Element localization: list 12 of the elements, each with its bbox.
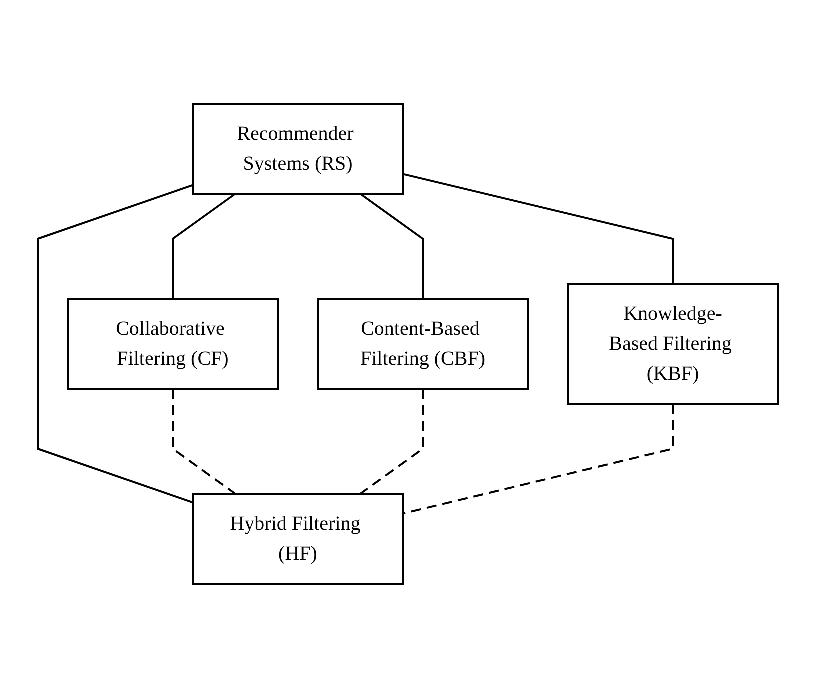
connector bbox=[402, 404, 674, 515]
node-box: Hybrid Filtering (HF) bbox=[192, 493, 404, 585]
node-box: Knowledge-Based Filtering (KBF) bbox=[567, 283, 779, 405]
connector bbox=[37, 184, 194, 504]
connector bbox=[402, 173, 674, 284]
connector bbox=[172, 193, 236, 299]
node-box: Content-Based Filtering (CBF) bbox=[317, 298, 529, 390]
node-box: Collaborative Filtering (CF) bbox=[67, 298, 279, 390]
connector bbox=[360, 389, 424, 495]
connector bbox=[172, 389, 236, 495]
node-box: Recommender Systems (RS) bbox=[192, 103, 404, 195]
connector bbox=[360, 193, 424, 299]
